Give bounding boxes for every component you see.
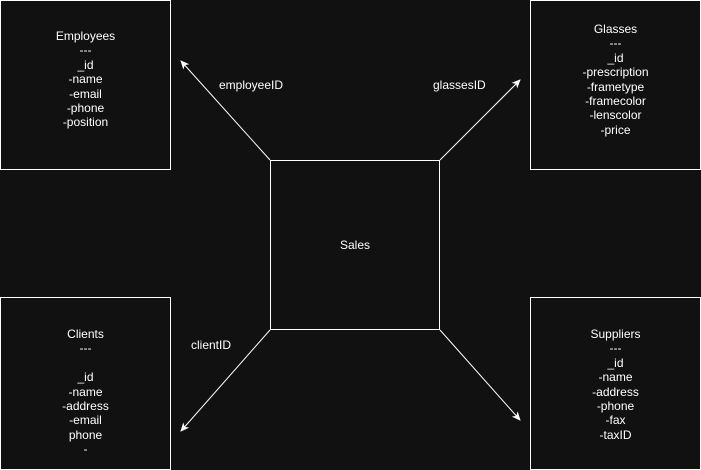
field: -name	[598, 370, 633, 385]
field: -price	[600, 122, 631, 137]
field: -position	[62, 115, 109, 130]
field: -fax	[605, 413, 626, 428]
field: -framecolor	[585, 94, 646, 109]
field: -name	[68, 384, 103, 399]
edge-sales-suppliers	[439, 329, 521, 421]
entity-sales-label: Sales	[339, 237, 371, 252]
entity-glasses[interactable]: Glasses --- _id -prescription -frametype…	[530, 0, 701, 170]
entity-clients-fields: Clients --- _id -name -address -email ph…	[1, 327, 170, 457]
entity-suppliers-fields: Suppliers --- _id -name -address -phone …	[531, 327, 700, 442]
field: -phone	[596, 399, 635, 414]
entity-employees[interactable]: Employees --- _id -name -email -phone -p…	[0, 0, 171, 170]
blank-line	[1, 356, 170, 370]
entity-title: Clients	[67, 327, 104, 341]
field: -address	[62, 399, 109, 414]
separator: ---	[79, 43, 92, 58]
edge-sales-glasses	[439, 79, 521, 161]
field: -taxID	[599, 427, 632, 442]
field: -phone	[66, 101, 105, 116]
edge-label-glasses: glassesID	[433, 78, 486, 92]
field: _id	[607, 50, 624, 65]
entity-glasses-fields: Glasses --- _id -prescription -frametype…	[531, 22, 700, 137]
field: -email	[69, 413, 102, 428]
entity-sales[interactable]: Sales	[270, 160, 440, 330]
field: -email	[69, 86, 102, 101]
separator: ---	[79, 341, 92, 356]
entity-title: Suppliers	[590, 327, 641, 341]
separator: ---	[609, 341, 622, 356]
field: _id	[77, 370, 94, 385]
field: _id	[607, 355, 624, 370]
entity-employees-fields: Employees --- _id -name -email -phone -p…	[1, 29, 170, 130]
field: -lenscolor	[589, 108, 642, 123]
entity-title: Glasses	[593, 22, 638, 36]
entity-clients[interactable]: Clients --- _id -name -address -email ph…	[0, 297, 171, 470]
field: -prescription	[582, 65, 649, 80]
field: _id	[77, 57, 94, 72]
field: -address	[592, 384, 639, 399]
field: -	[83, 442, 88, 457]
separator: ---	[609, 36, 622, 51]
entity-title: Employees	[55, 29, 116, 43]
edge-sales-clients	[180, 329, 271, 432]
edge-sales-employees	[180, 60, 271, 161]
edge-label-client: clientID	[191, 338, 232, 352]
field: phone	[68, 427, 103, 442]
entity-suppliers[interactable]: Suppliers --- _id -name -address -phone …	[530, 297, 701, 470]
edge-label-employee: employeeID	[219, 78, 284, 92]
field: -frametype	[586, 79, 645, 94]
field: -name	[68, 72, 103, 87]
